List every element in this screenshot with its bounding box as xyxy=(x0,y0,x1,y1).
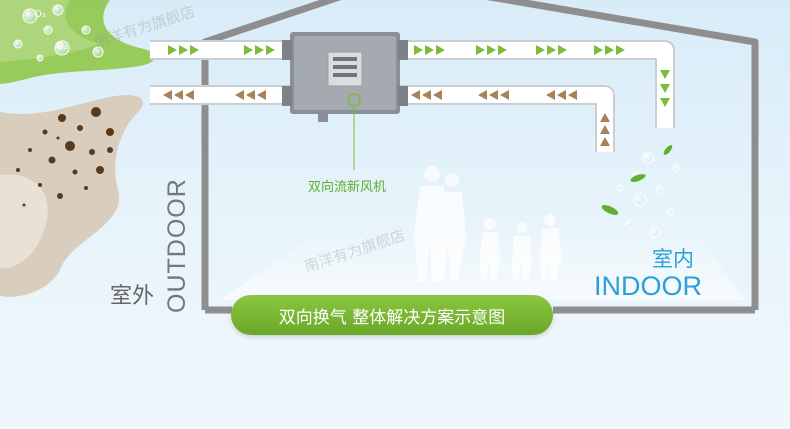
device-label: 双向流新风机 xyxy=(308,180,387,195)
fresh-arrow-icon xyxy=(660,70,670,79)
oxygen-symbol-1: O₂ xyxy=(34,9,46,20)
exhaust-arrow-icon xyxy=(600,113,610,122)
exhaust-arrow-icon xyxy=(557,90,566,100)
exhaust-arrow-icon xyxy=(246,90,255,100)
leaf-icons xyxy=(601,145,673,215)
fresh-arrow-icon xyxy=(179,45,188,55)
fresh-arrow-icon xyxy=(255,45,264,55)
exhaust-air-arrows xyxy=(163,90,610,146)
exhaust-arrow-icon xyxy=(600,125,610,134)
house-outline xyxy=(201,0,759,310)
exhaust-arrow-icon xyxy=(600,137,610,146)
fresh-arrow-icon xyxy=(660,98,670,107)
fresh-arrow-icon xyxy=(498,45,507,55)
outdoor-label-en: OUTDOOR xyxy=(163,178,191,313)
fresh-arrow-icon xyxy=(425,45,434,55)
fresh-arrow-icon xyxy=(536,45,545,55)
fresh-arrow-icon xyxy=(594,45,603,55)
polluted-air-cloud-light xyxy=(0,174,48,269)
exhaust-arrow-icon xyxy=(433,90,442,100)
ventilator-unit xyxy=(282,32,408,122)
fresh-arrow-icon xyxy=(436,45,445,55)
fresh-arrow-icon xyxy=(168,45,177,55)
exhaust-arrow-icon xyxy=(411,90,420,100)
fresh-arrow-icon xyxy=(266,45,275,55)
fresh-arrow-icon xyxy=(414,45,423,55)
family-silhouette xyxy=(414,166,562,282)
fresh-air-arrows xyxy=(168,45,670,107)
fresh-arrow-icon xyxy=(547,45,556,55)
fresh-arrow-icon xyxy=(487,45,496,55)
fresh-arrow-icon xyxy=(476,45,485,55)
fresh-arrow-icon xyxy=(558,45,567,55)
fresh-arrow-icon xyxy=(660,84,670,93)
exhaust-arrow-icon xyxy=(546,90,555,100)
fresh-arrow-icon xyxy=(190,45,199,55)
exhaust-arrow-icon xyxy=(489,90,498,100)
exhaust-arrow-icon xyxy=(568,90,577,100)
exhaust-arrow-icon xyxy=(174,90,183,100)
pollution-particles xyxy=(16,107,114,207)
fresh-arrow-icon xyxy=(244,45,253,55)
fresh-arrow-icon xyxy=(605,45,614,55)
exhaust-arrow-icon xyxy=(185,90,194,100)
title-banner-text: 双向换气 整体解决方案示意图 xyxy=(278,307,506,328)
exhaust-arrow-icon xyxy=(500,90,509,100)
indoor-bubbles xyxy=(616,152,680,238)
exhaust-arrow-icon xyxy=(478,90,487,100)
outdoor-label-cn: 室外 xyxy=(110,284,155,309)
indoor-label-en: INDOOR xyxy=(594,271,702,301)
title-banner: 双向换气 整体解决方案示意图 xyxy=(231,295,553,335)
fresh-arrow-icon xyxy=(616,45,625,55)
exhaust-arrow-icon xyxy=(235,90,244,100)
exhaust-arrow-icon xyxy=(422,90,431,100)
exhaust-arrow-icon xyxy=(163,90,172,100)
indoor-label-cn: 室内 xyxy=(652,247,694,271)
exhaust-arrow-icon xyxy=(257,90,266,100)
oxygen-bubbles xyxy=(13,4,104,62)
oxygen-symbol-2: O₂ xyxy=(56,41,68,52)
